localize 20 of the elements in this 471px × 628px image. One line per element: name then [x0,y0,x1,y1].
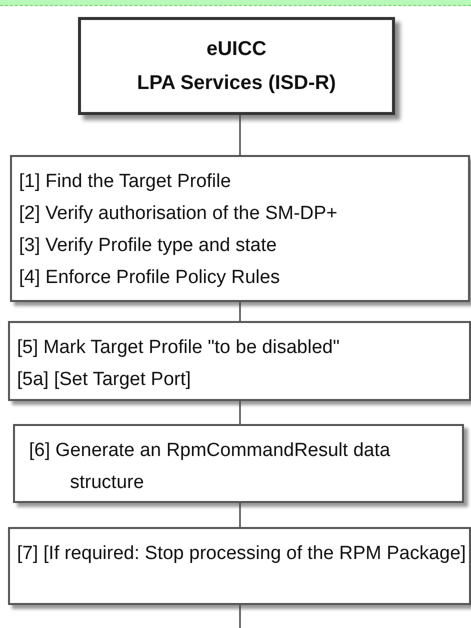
step-text: [4] Enforce Profile Policy Rules [19,266,281,290]
step-box [13,424,464,503]
step-text: [1] Find the Target Profile [19,170,232,194]
step-text: [7] [If required: Stop processing of the RPM Package] [17,542,467,566]
participant-box [78,17,395,115]
lifeline-segment [239,401,241,424]
participant-name: eUICC [205,37,268,62]
step-box [8,321,471,401]
lifeline-segment [239,503,241,527]
step-box [10,155,470,302]
step-box [8,527,471,605]
step-text: [5] Mark Target Profile "to be disabled" [17,336,341,360]
step-text: [6] Generate an RpmCommandResult data structure [28,439,392,495]
step-text: [2] Verify authorisation of the SM-DP+ [19,202,338,226]
lifeline-segment [239,302,241,321]
lifeline-segment [239,605,241,628]
lifeline-segment [239,115,241,155]
participant-name: LPA Services (ISD-R) [136,71,337,96]
step-text: [5a] [Set Target Port] [17,368,192,392]
step-text: [3] Verify Profile type and state [19,234,278,258]
